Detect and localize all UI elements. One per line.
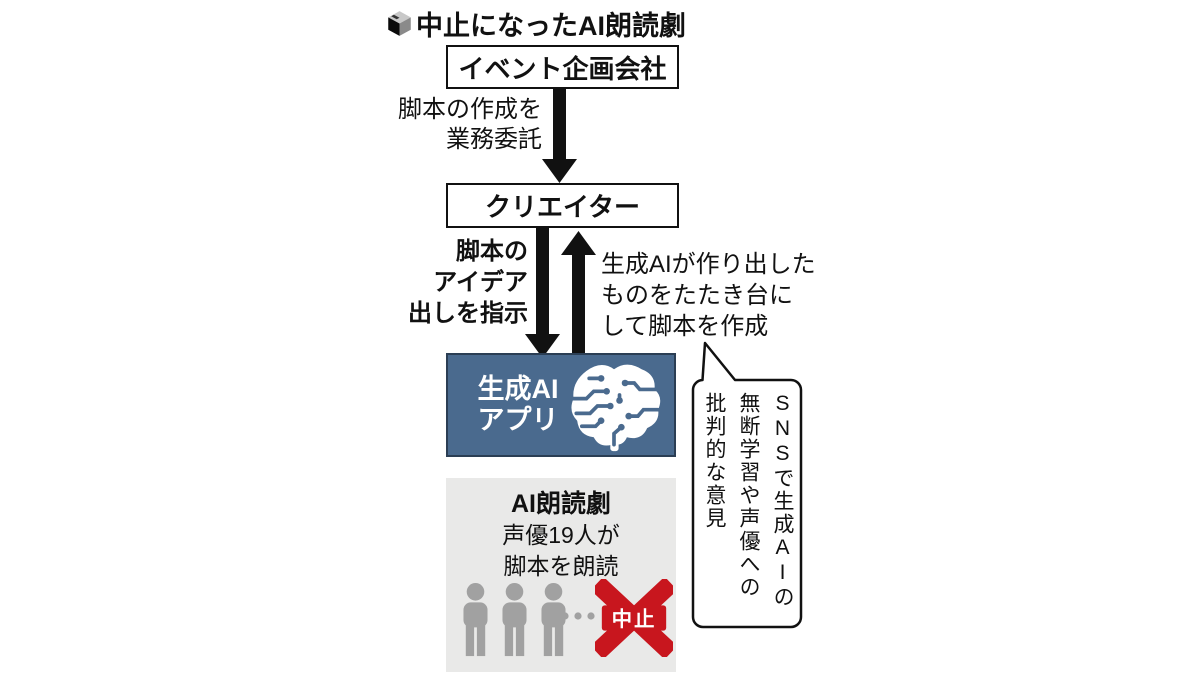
bubble-line2: 無断学習や声優への: [737, 392, 760, 599]
bubble-line3: 批判的な意見: [703, 392, 726, 530]
box-event-company: イベント企画会社: [446, 45, 679, 89]
generative-ai-line1: 生成AI: [477, 374, 559, 404]
label-outsource-line2: 業務委託: [446, 126, 542, 153]
cancel-stamp-label: 中止: [612, 607, 657, 631]
label-draft-script: 生成AIが作り出した ものをたたき台に して脚本を作成: [601, 249, 816, 342]
arrow-down-instruct-icon: [525, 226, 560, 358]
speech-bubble-text: SNSで生成AIの 無断学習や声優への 批判的な意見: [697, 392, 799, 622]
ellipsis-dots: [561, 612, 595, 620]
box-ai-reading-drama: AI朗読劇 声優19人が 脚本を朗読: [446, 478, 676, 672]
arrow-down-outsource-icon: [542, 87, 577, 183]
box-creator: クリエイター: [446, 183, 679, 228]
voice-actors-group: [457, 582, 572, 658]
label-draft-line3: して脚本を作成: [601, 313, 769, 340]
result-line1: 声優19人が: [502, 522, 620, 548]
brain-circuit-icon: [570, 364, 661, 452]
label-outsource: 脚本の作成を 業務委託: [390, 95, 542, 155]
person-silhouette-icon: [541, 583, 566, 657]
result-line2: 脚本を朗読: [503, 553, 619, 579]
label-idea-instruction: 脚本の アイデア 出しを指示: [380, 236, 528, 329]
generative-ai-label: 生成AI アプリ: [466, 374, 570, 436]
box-generative-ai: 生成AI アプリ: [446, 353, 676, 457]
bubble-line1: SNSで生成AIの: [771, 392, 794, 609]
person-silhouette-icon: [502, 583, 527, 657]
label-outsource-line1: 脚本の作成を: [398, 96, 542, 123]
label-draft-line1: 生成AIが作り出した: [601, 251, 816, 278]
label-idea-line1: 脚本の: [456, 238, 528, 265]
cancel-stamp-icon: 中止: [595, 579, 673, 657]
cube-bullet-icon: [388, 11, 411, 36]
label-draft-line2: ものをたたき台に: [601, 282, 793, 309]
generative-ai-line2: アプリ: [477, 405, 559, 435]
person-silhouette-icon: [463, 583, 488, 657]
result-title: AI朗読劇: [510, 490, 611, 518]
label-idea-line3: 出しを指示: [408, 300, 528, 327]
page-title: 中止になったAI朗読劇: [416, 11, 686, 41]
title-row: 中止になったAI朗読劇: [386, 4, 686, 43]
speech-bubble: [691, 341, 803, 629]
label-idea-line2: アイデア: [433, 269, 528, 296]
arrow-up-draft-icon: [561, 231, 596, 355]
